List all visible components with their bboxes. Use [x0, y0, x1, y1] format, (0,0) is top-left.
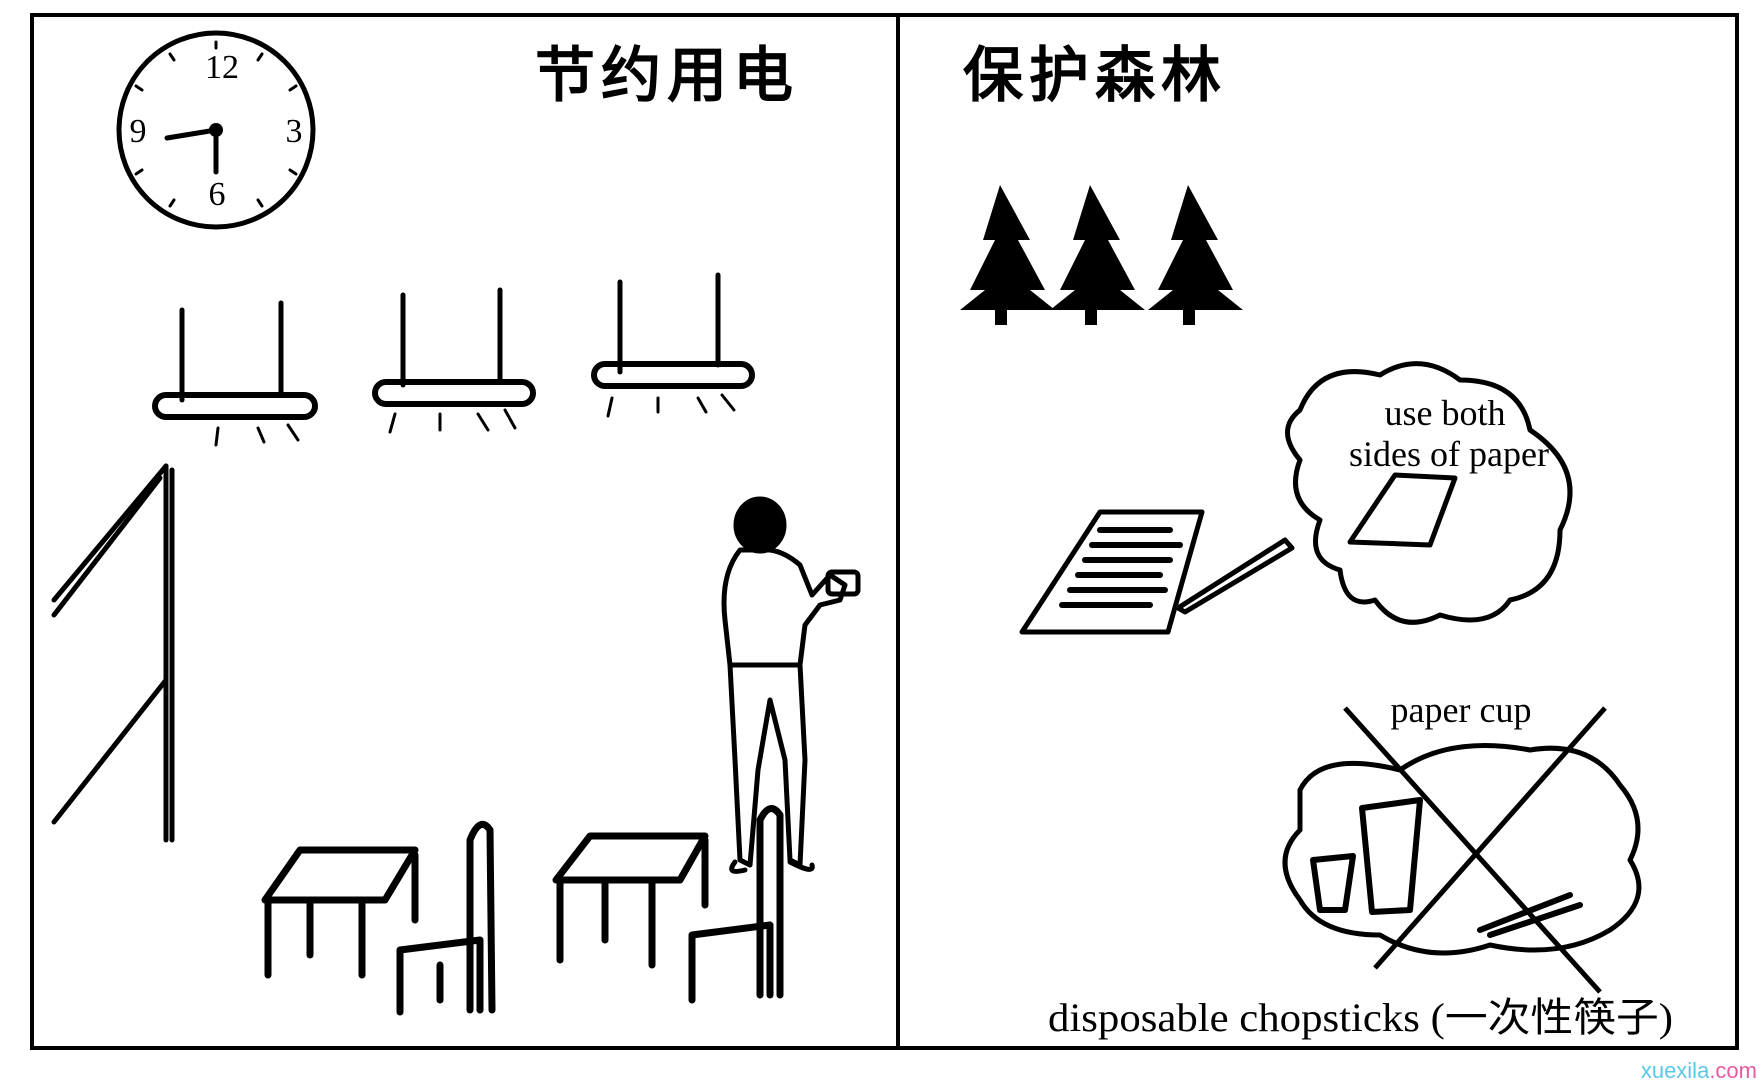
- paper-and-pen-icon: [1019, 509, 1295, 635]
- right-panel: 保护森林 use both sides of paper: [960, 41, 1673, 1040]
- trees-icon: [960, 185, 1243, 325]
- watermark-part1: xuexila: [1640, 1058, 1710, 1083]
- right-panel-title: 保护森林: [963, 41, 1227, 111]
- light-lamp-icon: [152, 300, 318, 447]
- boy-switching-off-light: [721, 496, 861, 874]
- paper-cup-label: paper cup: [1391, 690, 1532, 730]
- clock-icon: 12 3 6 9: [116, 30, 316, 230]
- ceiling-lights: [152, 272, 755, 447]
- desks-and-chairs: [261, 805, 784, 1016]
- blackboard: [51, 463, 175, 843]
- left-panel: 节约用电 12 3 6 9: [51, 30, 861, 1016]
- bubble-text-line2: sides of paper: [1349, 434, 1549, 474]
- clock-numeral-3: 3: [286, 113, 303, 150]
- crossed-out-disposables: paper cup disposable chopsticks (一次性筷子): [1048, 690, 1673, 1040]
- clock-numeral-6: 6: [209, 176, 226, 213]
- chopsticks-label: disposable chopsticks (一次性筷子): [1048, 995, 1673, 1040]
- outer-frame: [30, 13, 1739, 1050]
- thought-bubble: use both sides of paper: [1285, 361, 1573, 625]
- left-panel-title: 节约用电: [535, 41, 799, 111]
- watermark: xuexila.com: [1641, 1058, 1757, 1084]
- clock-numeral-9: 9: [130, 113, 147, 150]
- clock-numeral-12: 12: [205, 49, 239, 86]
- watermark-part2: .com: [1709, 1058, 1757, 1083]
- light-lamp-icon: [591, 272, 755, 418]
- bubble-text-line1: use both: [1385, 393, 1506, 433]
- light-lamp-icon: [372, 287, 536, 434]
